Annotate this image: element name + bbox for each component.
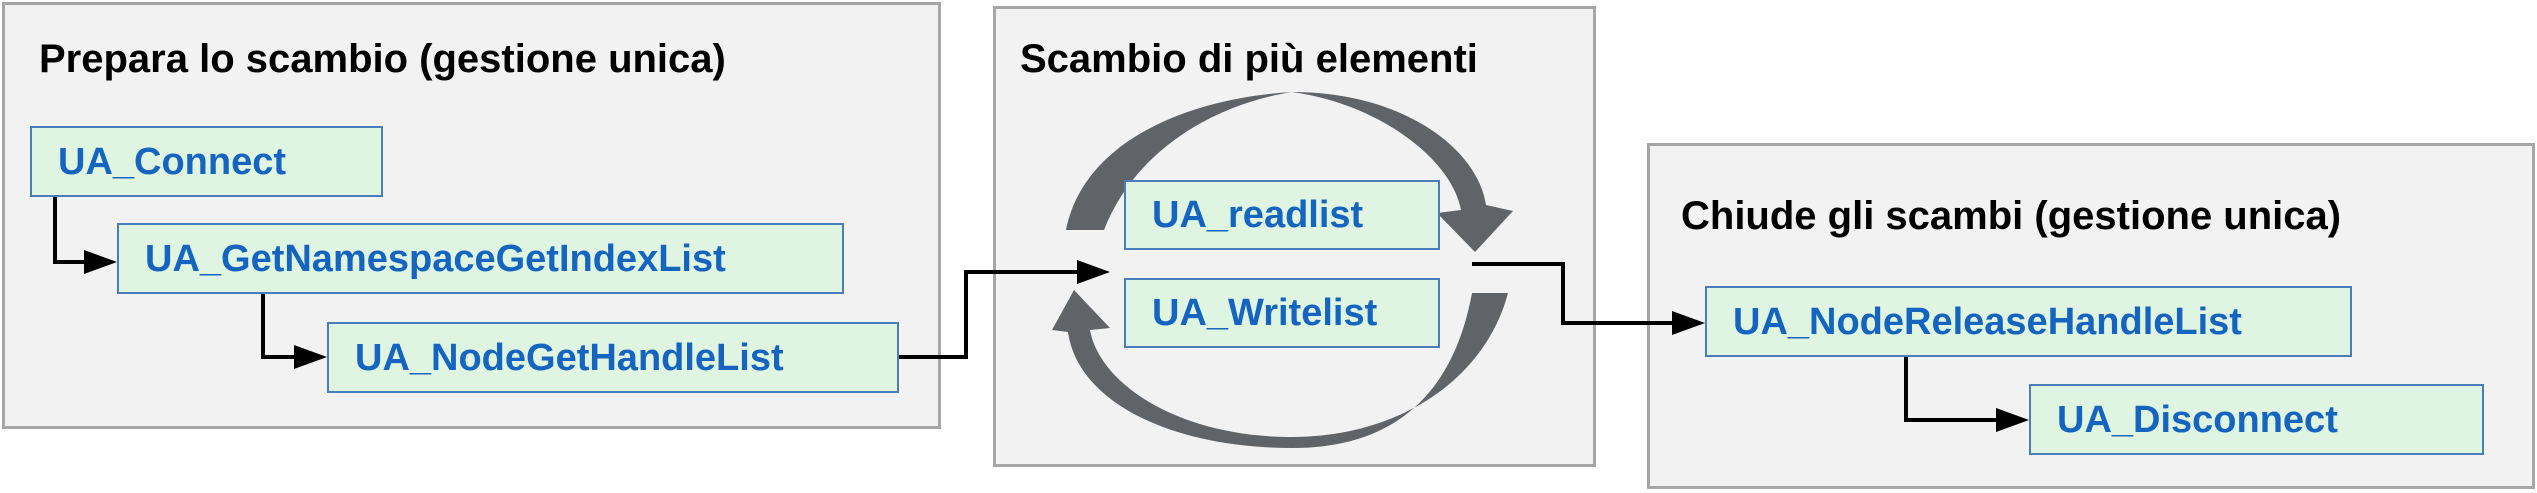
node-ua-connect: UA_Connect — [30, 126, 383, 197]
connector-release-to-disconnect — [1904, 357, 1999, 422]
arrowhead-namespace — [84, 250, 117, 274]
panel-close-title: Chiude gli scambi (gestione unica) — [1681, 194, 2342, 238]
arrowhead-close — [1672, 311, 1705, 335]
connector-connect-to-namespace — [53, 197, 90, 264]
node-ua-writelist: UA_Writelist — [1124, 278, 1440, 348]
arrowhead-exchange — [1077, 260, 1110, 284]
node-ua-get-namespace-index-list: UA_GetNamespaceGetIndexList — [117, 223, 844, 294]
node-ua-readlist: UA_readlist — [1124, 180, 1440, 250]
node-ua-disconnect: UA_Disconnect — [2029, 384, 2484, 455]
node-ua-node-release-handle-list: UA_NodeReleaseHandleList — [1705, 286, 2352, 357]
connector-namespace-to-handle — [261, 294, 298, 359]
arrowhead-handle — [294, 345, 327, 369]
panel-prepare-title: Prepara lo scambio (gestione unica) — [39, 37, 726, 81]
arrowhead-disconnect — [1996, 408, 2029, 432]
panel-exchange-title: Scambio di più elementi — [1020, 37, 1478, 81]
node-ua-node-get-handle-list: UA_NodeGetHandleList — [327, 322, 899, 393]
cycle-arrow-top — [1066, 92, 1513, 252]
connector-prepare-to-exchange — [899, 270, 1082, 359]
connector-exchange-to-close — [1472, 262, 1677, 325]
